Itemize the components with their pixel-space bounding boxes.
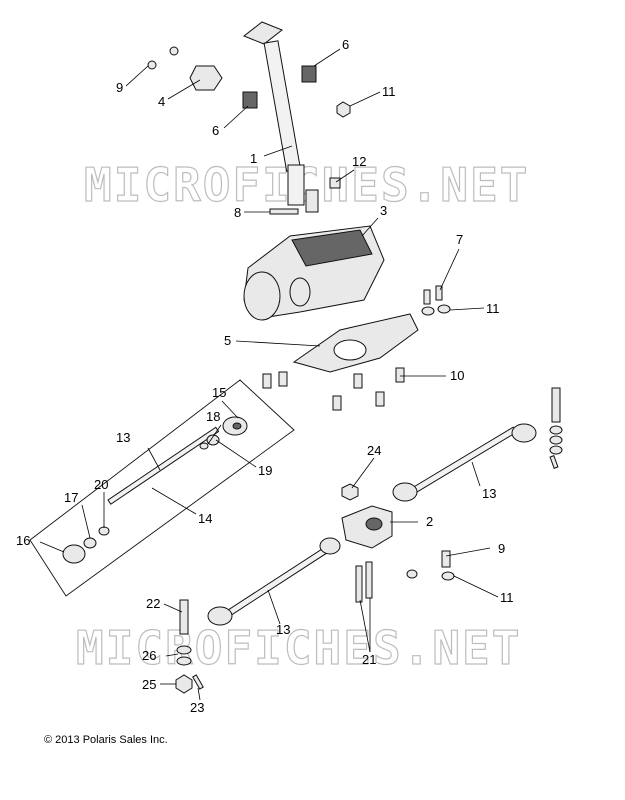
copyright-notice: © 2013 Polaris Sales Inc. — [44, 734, 168, 746]
callout-11b: 11 — [486, 301, 500, 316]
callout-26: 26 — [142, 648, 156, 663]
callout-11c: 11 — [500, 590, 514, 605]
callout-11a: 11 — [382, 84, 396, 99]
callout-13b: 13 — [482, 486, 496, 501]
callout-13a: 13 — [116, 430, 130, 445]
callout-6b: 6 — [212, 123, 219, 138]
callout-22: 22 — [146, 596, 160, 611]
callout-10: 10 — [450, 368, 464, 383]
callout-1: 1 — [250, 151, 257, 166]
steering-arm-part — [341, 483, 393, 549]
callout-24: 24 — [367, 443, 381, 458]
callout-21: 21 — [362, 652, 376, 667]
callout-4: 4 — [158, 94, 165, 109]
callout-6a: 6 — [342, 37, 349, 52]
steering-column-part — [243, 21, 319, 213]
callout-18: 18 — [206, 409, 220, 424]
fastener-stack-part — [175, 599, 204, 694]
fasteners-7-11-part — [421, 285, 451, 316]
callout-20: 20 — [94, 477, 108, 492]
callout-15: 15 — [212, 385, 226, 400]
tie-rod-right-part — [392, 387, 563, 502]
tie-rod-kit-box — [29, 379, 295, 597]
gearbox-part — [243, 225, 385, 321]
callout-23: 23 — [190, 700, 204, 715]
callout-12: 12 — [352, 154, 366, 169]
callout-labels: 1 2 3 4 5 6 6 7 8 9 9 10 11 11 11 12 13 … — [16, 37, 514, 715]
callout-5: 5 — [224, 333, 231, 348]
callout-25: 25 — [142, 677, 156, 692]
callout-2: 2 — [426, 514, 433, 529]
small-bolts-part — [269, 177, 341, 215]
mounting-plate-part — [292, 313, 419, 373]
callout-17: 17 — [64, 490, 78, 505]
callout-13c: 13 — [276, 622, 290, 637]
watermark-top: MICROFICHES.NET — [84, 158, 529, 212]
callout-19: 19 — [258, 463, 272, 478]
bolts-10-part — [262, 367, 405, 411]
watermark-bottom: MICROFICHES.NET — [76, 621, 521, 675]
callout-8: 8 — [234, 205, 241, 220]
bolts-21-9-11-part — [355, 550, 455, 603]
callout-7: 7 — [456, 232, 463, 247]
clamp-bracket-part — [147, 46, 351, 118]
callout-9a: 9 — [116, 80, 123, 95]
tie-rod-lower-part — [207, 537, 341, 626]
callout-14: 14 — [198, 511, 212, 526]
callout-3: 3 — [380, 203, 387, 218]
callout-16: 16 — [16, 533, 30, 548]
leader-lines — [39, 48, 499, 701]
callout-9b: 9 — [498, 541, 505, 556]
